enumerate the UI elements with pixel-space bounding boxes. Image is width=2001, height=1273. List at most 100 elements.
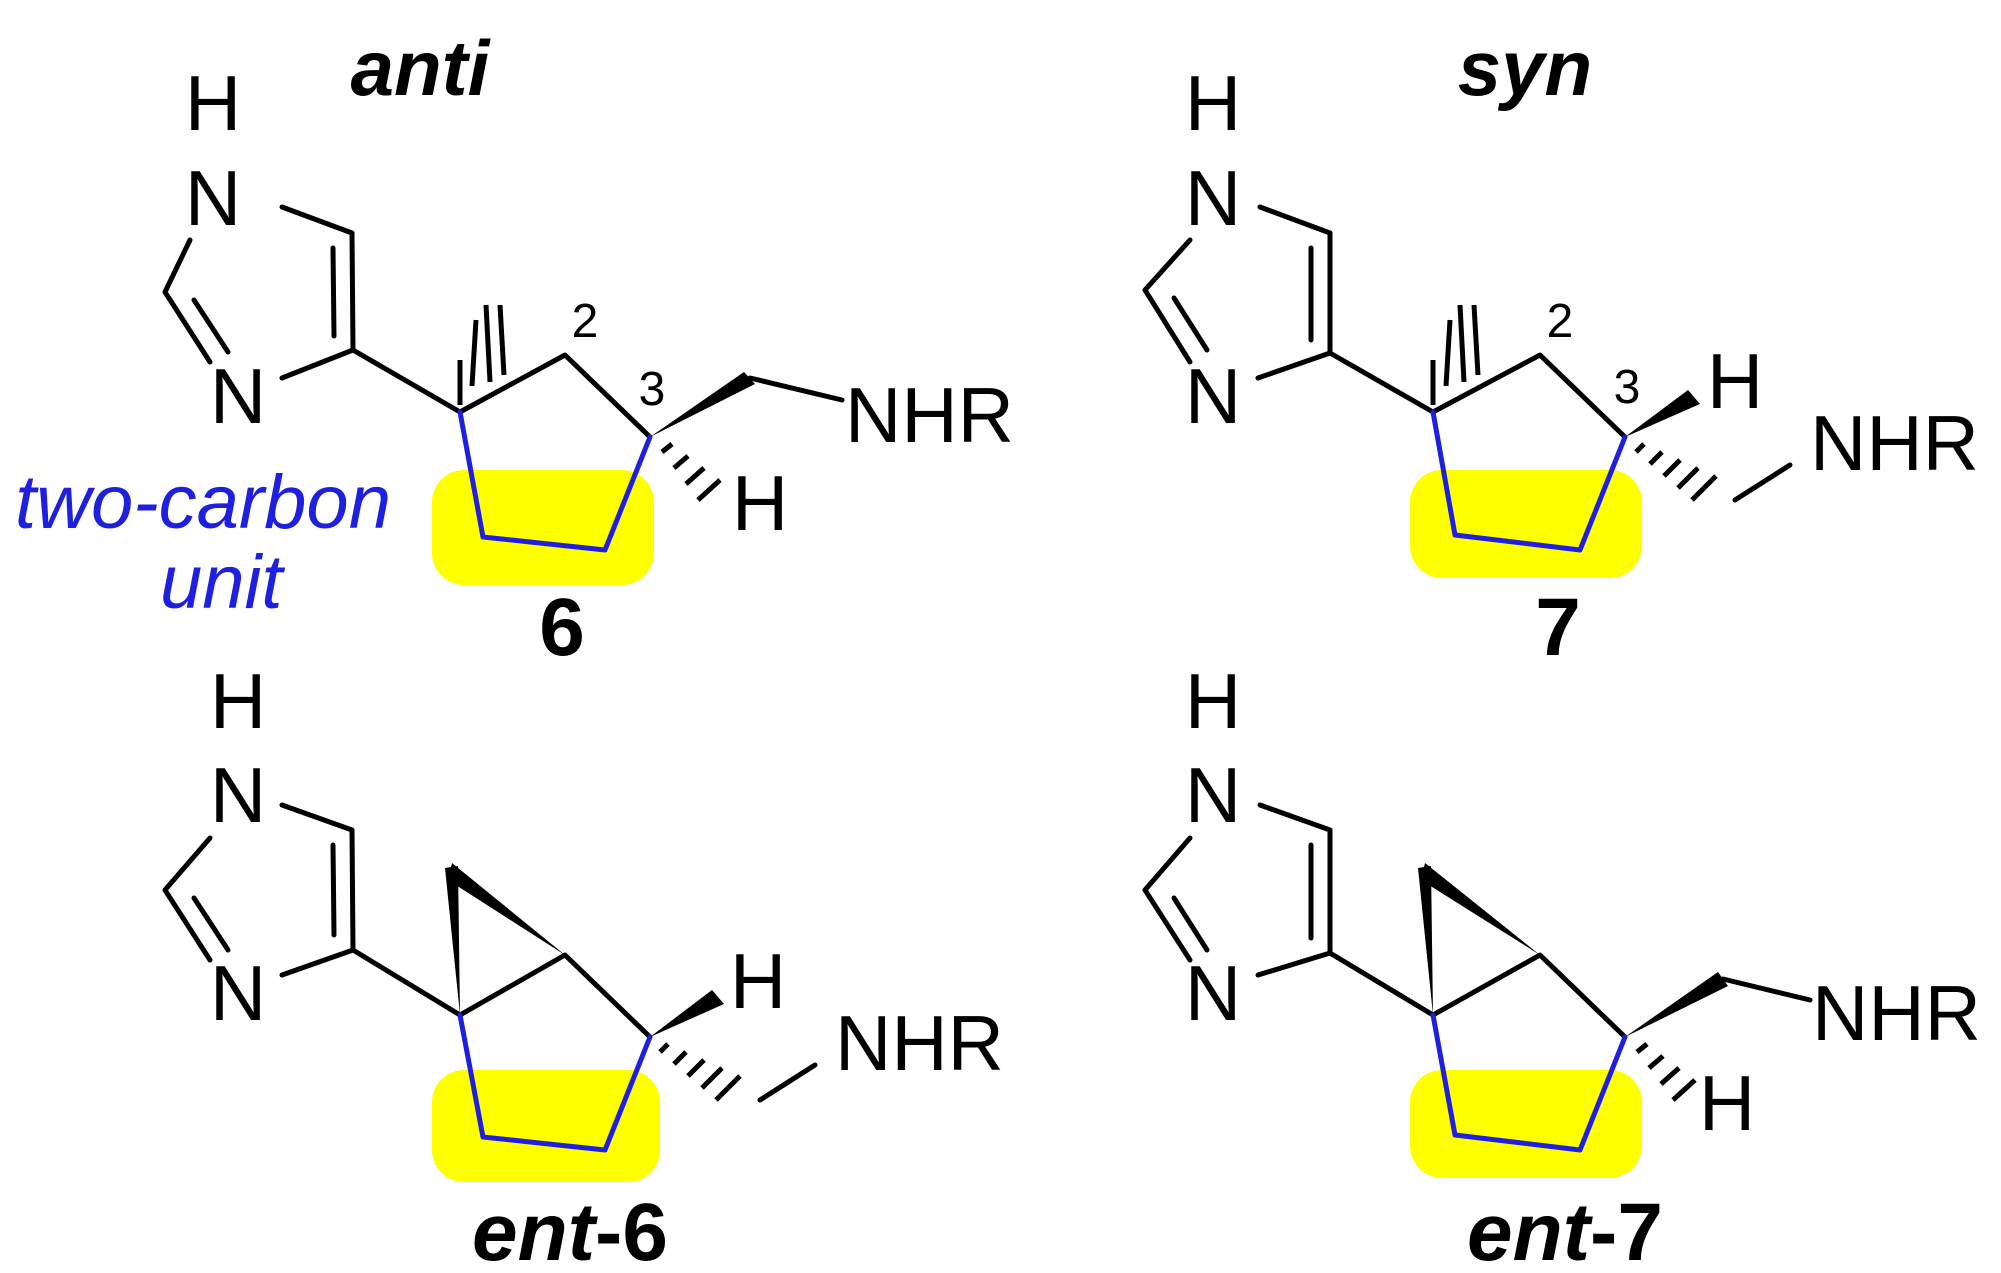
atom-n: N — [185, 154, 241, 242]
bond — [1255, 802, 1333, 978]
atom-nhr: NHR — [1810, 399, 1979, 487]
ent-prefix: ent — [1467, 1187, 1594, 1273]
compound-label-ent-7: ent-7 — [1467, 1187, 1663, 1273]
compound-ent-7: H N N NHR H ent-7 — [1142, 657, 1981, 1273]
locant-3: 3 — [1614, 361, 1641, 414]
compound-label-ent-6: ent-6 — [472, 1187, 668, 1273]
bond — [330, 245, 337, 339]
hashed-bond — [672, 1050, 688, 1066]
atom-n: N — [1185, 352, 1241, 440]
hashed-bond — [1471, 304, 1481, 376]
atom-h: H — [1707, 337, 1763, 425]
atom-n: N — [210, 751, 266, 839]
hashed-bond — [1635, 1042, 1649, 1054]
bond — [747, 375, 845, 403]
two-carbon-unit-bonds — [1430, 1012, 1628, 1153]
wedge-bond — [1418, 866, 1433, 1015]
bond — [1720, 976, 1813, 1003]
header-anti: anti — [351, 24, 491, 112]
atom-nhr: NHR — [835, 999, 1004, 1087]
compound-ent-6: H N N H NHR ent-6 — [162, 657, 1004, 1273]
hashed-bond — [672, 454, 690, 470]
hashed-bond — [696, 478, 722, 502]
annotation-two-carbon: two-carbon — [15, 460, 391, 545]
hashed-bond — [1634, 442, 1646, 454]
hashed-bond — [1443, 319, 1453, 387]
locant-3: 3 — [639, 363, 666, 416]
hashed-bond — [1648, 450, 1664, 466]
atom-n: N — [1185, 949, 1241, 1037]
bond — [162, 237, 213, 365]
atom-h: H — [1185, 59, 1241, 147]
bond — [1142, 835, 1193, 963]
wedge-bond — [1625, 972, 1728, 1037]
hashed-bond — [1457, 304, 1467, 383]
hashed-bond — [1676, 466, 1700, 490]
bond — [1327, 950, 1628, 1040]
bond — [757, 1062, 818, 1103]
hashed-bond — [684, 466, 706, 486]
header-syn: syn — [1458, 24, 1592, 112]
bond — [1171, 895, 1210, 953]
two-carbon-unit-bonds — [457, 1012, 653, 1153]
two-carbon-unit-bonds — [1430, 409, 1628, 553]
hashed-bond — [1647, 1054, 1665, 1070]
locant-2: 2 — [1547, 295, 1574, 348]
hashed-bond — [658, 1042, 670, 1054]
highlight-two-carbon-unit — [1410, 1070, 1642, 1178]
atom-h: H — [730, 937, 786, 1025]
wedge-bond — [1625, 390, 1700, 437]
wedge-bond — [445, 866, 460, 1015]
hashed-bond — [714, 1074, 742, 1102]
compound-6: H N N 2 3 NHR H 6 — [162, 59, 1014, 673]
ent-prefix: ent — [472, 1187, 599, 1273]
hashed-bond — [1662, 458, 1682, 478]
bond — [1171, 295, 1210, 353]
bond — [350, 947, 653, 1040]
hashed-bond — [1690, 474, 1718, 502]
highlight-two-carbon-unit — [432, 1070, 660, 1182]
compound-number: -7 — [1590, 1187, 1663, 1273]
highlight-two-carbon-unit — [432, 470, 654, 585]
bond — [191, 895, 231, 953]
bond — [1142, 237, 1193, 365]
atom-h: H — [1185, 657, 1241, 745]
hashed-bond — [1659, 1066, 1681, 1086]
atom-nhr: NHR — [845, 371, 1014, 459]
bond — [350, 347, 653, 440]
compound-7: H N N 2 3 H NHR 7 — [1142, 59, 1979, 673]
bond — [191, 297, 231, 355]
compound-label-7: 7 — [1535, 582, 1581, 673]
bond — [279, 204, 356, 381]
hashed-bond — [483, 304, 493, 383]
atom-h: H — [185, 59, 241, 147]
bond — [330, 842, 337, 938]
wedge-bond — [448, 863, 565, 955]
compound-label-6: 6 — [539, 582, 585, 673]
atom-h: H — [1699, 1059, 1755, 1147]
bond — [279, 802, 356, 978]
hashed-bond — [700, 1066, 724, 1090]
bond — [1255, 204, 1333, 381]
annotation-unit: unit — [160, 540, 285, 625]
atom-n: N — [210, 352, 266, 440]
two-carbon-unit-bonds — [457, 409, 653, 553]
wedge-bond — [650, 372, 755, 437]
bond — [162, 835, 213, 963]
atom-n: N — [1185, 751, 1241, 839]
atom-n: N — [1185, 154, 1241, 242]
atom-nhr: NHR — [1812, 969, 1981, 1057]
bond — [1732, 462, 1793, 503]
hashed-bond — [686, 1058, 706, 1078]
atom-n: N — [210, 949, 266, 1037]
hashed-bond — [660, 442, 674, 454]
locant-2: 2 — [572, 295, 599, 348]
wedge-bond — [650, 990, 724, 1037]
hashed-bond — [469, 319, 479, 387]
wedge-bond — [1421, 863, 1540, 955]
hashed-bond — [497, 304, 507, 376]
highlight-two-carbon-unit — [1410, 470, 1642, 578]
atom-h: H — [210, 657, 266, 745]
compound-number: -6 — [595, 1187, 668, 1273]
